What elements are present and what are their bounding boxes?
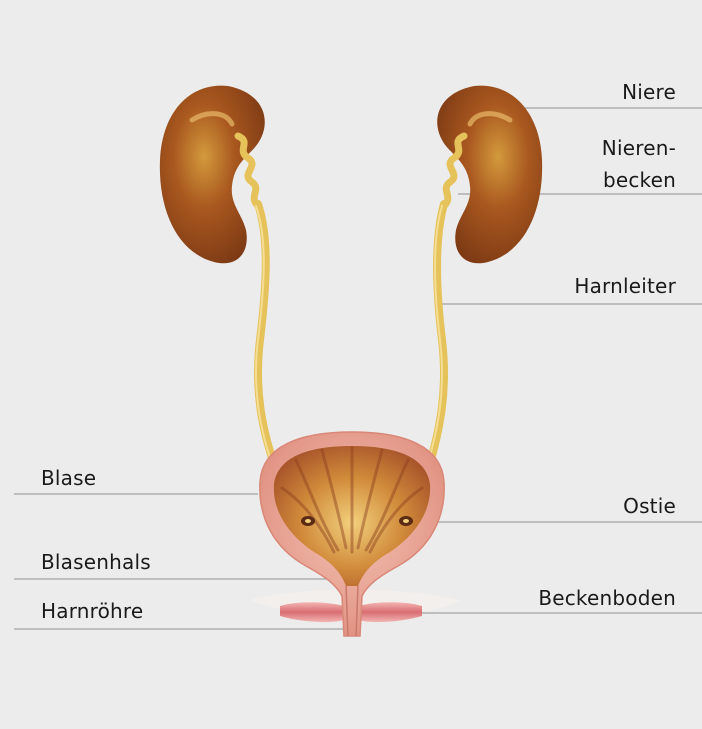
label-harnroehre: Harnröhre [41,599,143,623]
label-nierenbecken: Nieren- becken [602,132,676,196]
ureters [258,204,444,470]
label-blase: Blase [41,466,96,490]
label-nierenbecken-line2: becken [602,164,676,196]
label-harnleiter: Harnleiter [574,274,676,298]
label-niere: Niere [622,80,676,104]
label-ostie: Ostie [623,494,676,518]
renal-pelvis [238,136,464,206]
label-beckenboden: Beckenboden [538,586,676,610]
label-nierenbecken-line1: Nieren- [602,132,676,164]
label-blasenhals: Blasenhals [41,550,151,574]
